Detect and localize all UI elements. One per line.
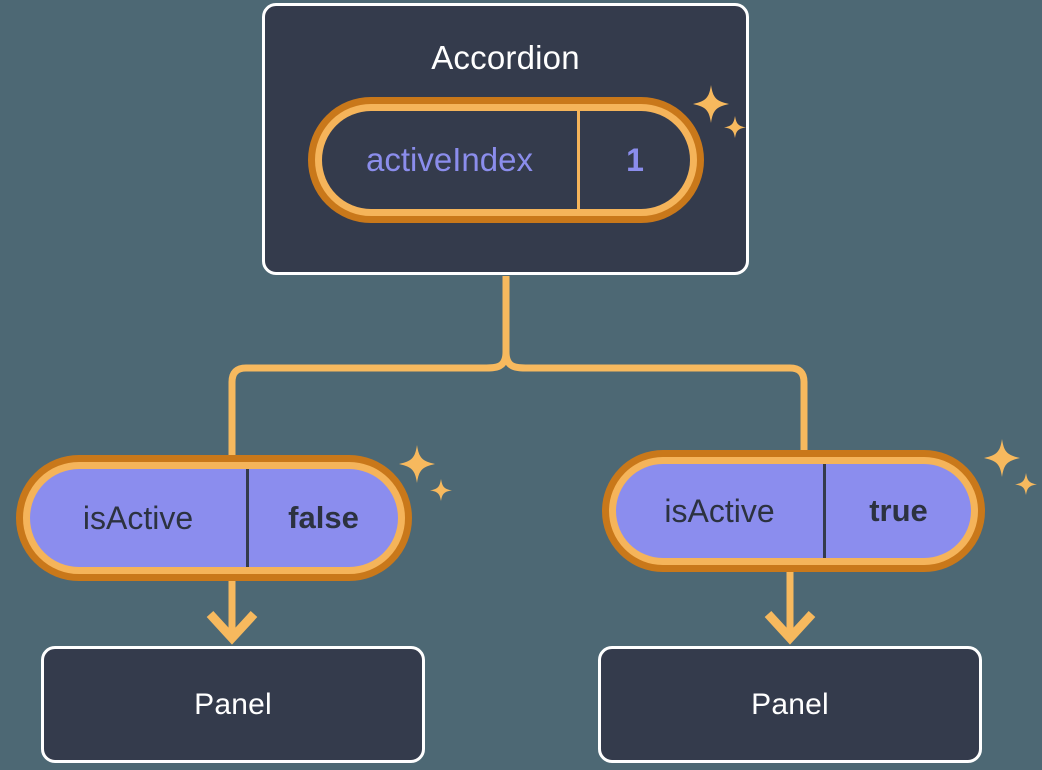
sparkle-four-point-small-icon	[430, 479, 452, 501]
state-value-label: 1	[577, 111, 690, 209]
panel-card-right[interactable]: Panel	[598, 646, 982, 763]
connector-branch-left	[228, 351, 510, 460]
state-pill-is-active-right[interactable]: isActive true	[602, 450, 985, 572]
sparkle-group-right	[984, 439, 1037, 495]
state-pill-inner: isActive false	[30, 469, 398, 567]
accordion-card-title: Accordion	[431, 39, 580, 76]
state-key-label: activeIndex	[366, 141, 533, 178]
sparkle-four-point-large-icon	[984, 439, 1020, 477]
state-pill-inner: activeIndex 1	[322, 111, 690, 209]
panel-card-left[interactable]: Panel	[41, 646, 425, 763]
arrow-down-icon-right	[764, 570, 816, 645]
panel-card-title: Panel	[751, 687, 829, 721]
state-key-label: isActive	[664, 492, 775, 529]
state-value-label: false	[246, 469, 398, 567]
arrow-down-icon-left	[206, 578, 258, 645]
sparkle-four-point-small-icon	[1015, 473, 1037, 495]
sparkle-four-point-large-icon	[399, 445, 435, 483]
state-pill-active-index[interactable]: activeIndex 1	[308, 97, 704, 223]
state-pill-is-active-left[interactable]: isActive false	[16, 455, 412, 581]
state-value-label: true	[823, 464, 971, 558]
panel-card-title: Panel	[194, 687, 272, 721]
state-pill-inner: isActive true	[616, 464, 971, 558]
connector-branch-right	[502, 351, 808, 455]
state-key-label: isActive	[82, 499, 194, 536]
